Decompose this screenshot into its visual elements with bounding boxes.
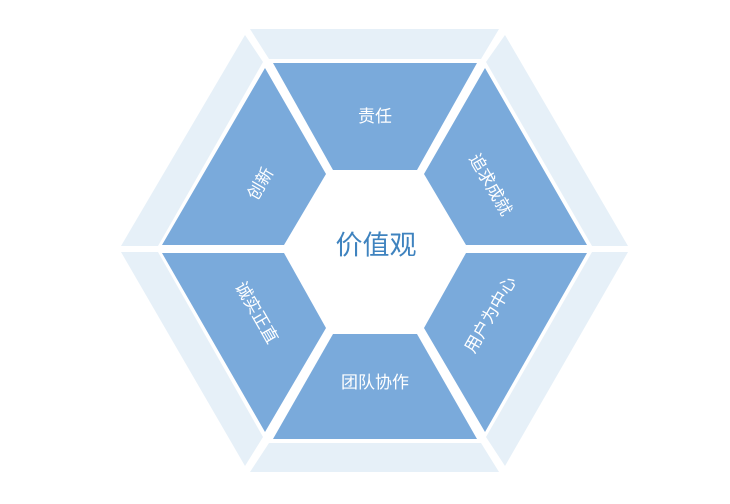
segment-label-top: 责任 (358, 107, 392, 127)
segment-bottom-right (424, 253, 587, 432)
outer-band-bottom-right (486, 252, 628, 466)
segment-bottom (273, 334, 477, 439)
value-segments (162, 63, 587, 439)
outer-band (121, 29, 628, 472)
outer-band-bottom-left (121, 252, 263, 466)
segment-top (273, 63, 477, 170)
outer-band-top-left (121, 35, 263, 246)
segment-top-right (424, 68, 587, 245)
outer-band-top (250, 29, 499, 59)
segment-label-bottom: 团队协作 (341, 373, 409, 393)
outer-band-bottom (250, 443, 499, 472)
center-label: 价值观 (336, 231, 417, 262)
center-hexagon (291, 176, 459, 323)
segment-bottom-left (162, 253, 326, 432)
outer-band-top-right (486, 35, 628, 246)
segment-top-left (162, 68, 326, 245)
